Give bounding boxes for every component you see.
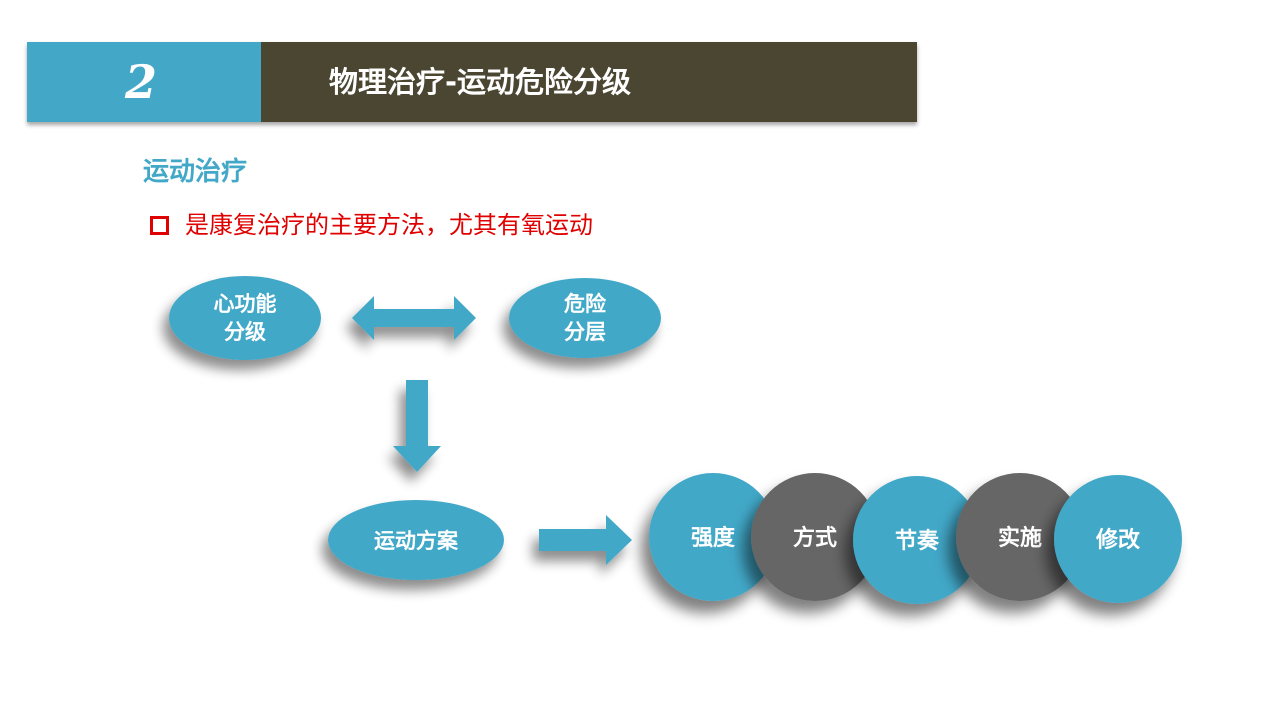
circle-intensity-label: 强度 <box>691 525 736 551</box>
node-exercise-plan: 运动方案 <box>328 500 504 580</box>
circle-intensity: 强度 <box>649 473 777 601</box>
risk-label-line2: 分层 <box>564 320 606 344</box>
cardiac-ellipse <box>169 276 321 360</box>
circle-chain: 强度 方式 节奏 实施 修改 <box>649 473 1182 604</box>
bullet-text: 是康复治疗的主要方法，尤其有氧运动 <box>185 211 593 239</box>
section-number-box: 2 <box>27 42 261 122</box>
circle-modify-shape <box>1054 475 1182 603</box>
circle-implement-shape <box>956 473 1084 601</box>
circle-implement-label: 实施 <box>998 525 1042 551</box>
risk-ellipse <box>509 278 661 358</box>
section-title: 运动治疗 <box>143 157 248 187</box>
cardiac-label-line1: 心功能 <box>214 292 277 316</box>
bullet-item: 是康复治疗的主要方法，尤其有氧运动 <box>150 208 593 242</box>
right-arrow-icon <box>539 515 632 565</box>
square-bullet-icon <box>150 215 169 235</box>
circle-mode-shape <box>751 473 879 601</box>
circle-mode: 方式 <box>751 473 879 601</box>
circle-intensity-shape <box>649 473 777 601</box>
circle-rhythm-shape <box>853 476 981 604</box>
circle-rhythm: 节奏 <box>853 476 981 604</box>
node-risk-stratification: 危险 分层 <box>509 278 661 358</box>
circle-implement: 实施 <box>956 473 1084 601</box>
circle-modify: 修改 <box>1054 475 1182 603</box>
down-arrow-icon <box>393 380 441 472</box>
section-number: 2 <box>125 55 158 109</box>
title-box: 物理治疗-运动危险分级 <box>261 42 917 122</box>
plan-label: 运动方案 <box>374 529 459 553</box>
risk-label-line1: 危险 <box>564 292 607 316</box>
circle-mode-label: 方式 <box>793 525 837 551</box>
circle-modify-label: 修改 <box>1095 527 1141 553</box>
header-bar: 2 物理治疗-运动危险分级 <box>27 42 917 122</box>
double-arrow-icon <box>352 296 476 340</box>
node-cardiac-function: 心功能 分级 <box>169 276 321 360</box>
circle-rhythm-label: 节奏 <box>895 528 940 554</box>
plan-ellipse <box>328 500 504 580</box>
page-title: 物理治疗-运动危险分级 <box>329 65 632 99</box>
cardiac-label-line2: 分级 <box>224 320 266 344</box>
